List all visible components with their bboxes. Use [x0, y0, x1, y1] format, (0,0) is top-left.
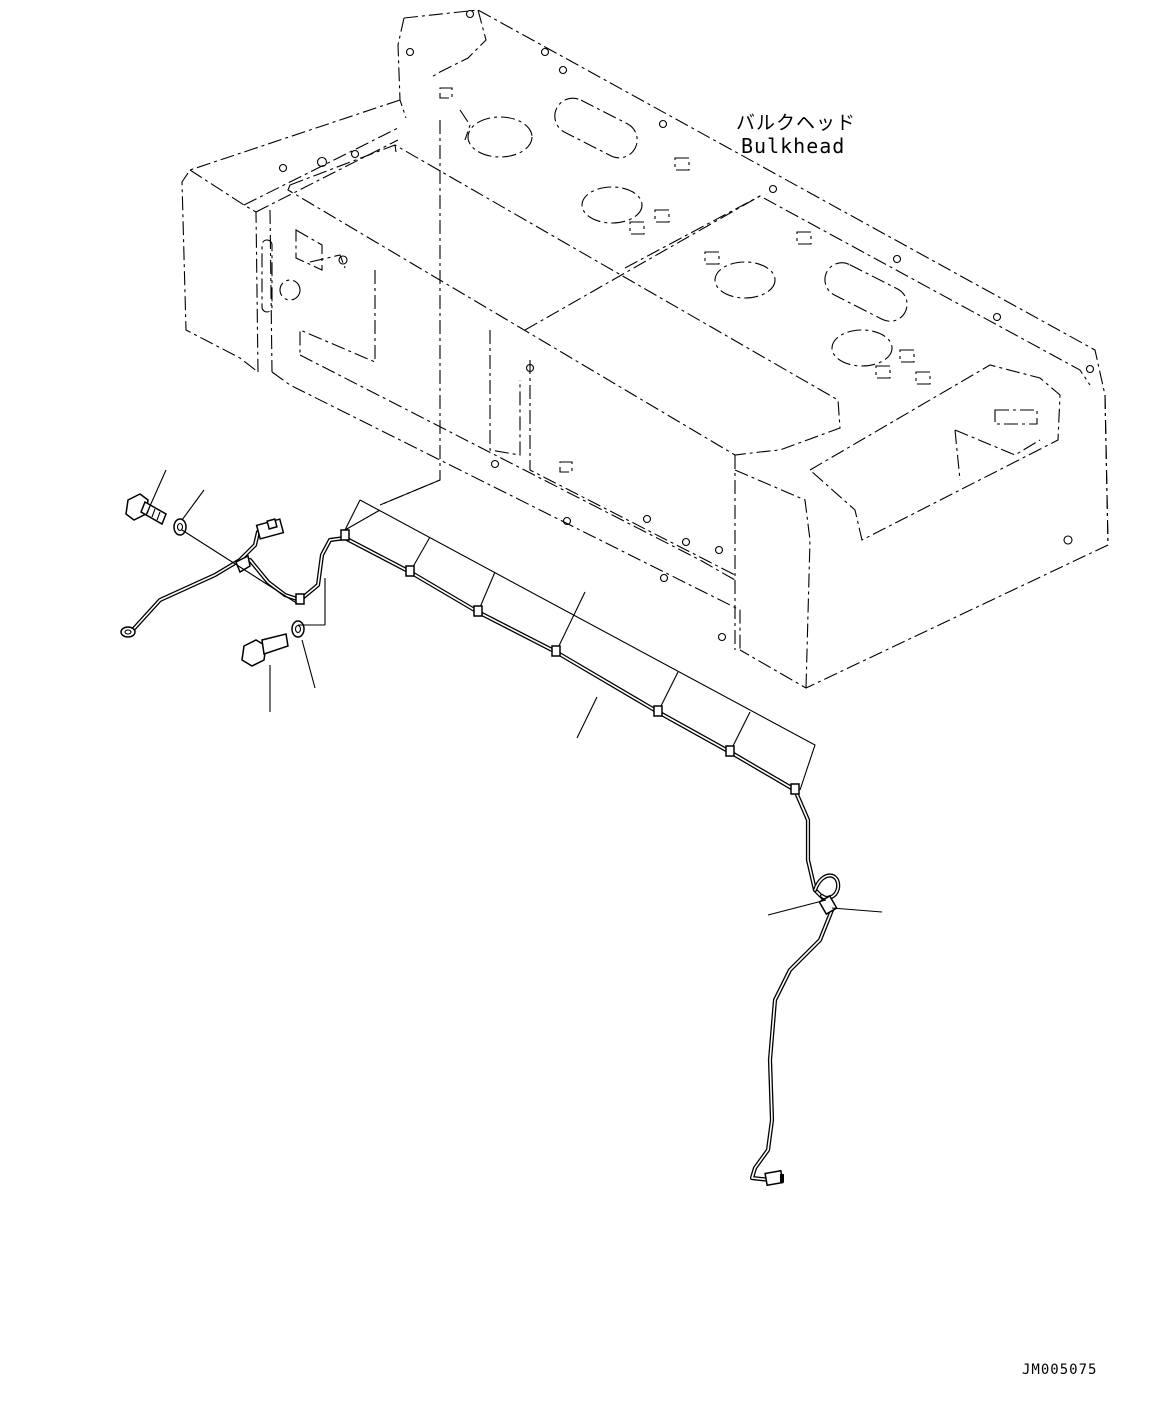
bulkhead-label-jp: バルクヘッド	[736, 112, 857, 134]
leader-lines	[145, 469, 883, 916]
frame-bolt-holes	[278, 9, 1095, 642]
bolt-lower	[241, 633, 289, 667]
harness-connector-bottom	[764, 1169, 784, 1187]
cable-clips	[295, 529, 800, 795]
ring-terminal	[120, 626, 136, 638]
washer-lower	[291, 620, 305, 638]
bulkhead-frame	[181, 9, 1109, 689]
bulkhead-label-en: Bulkhead	[741, 134, 846, 158]
bolt-upper	[125, 493, 167, 526]
washer-upper	[173, 518, 187, 536]
cable-mount-strip	[344, 499, 816, 791]
drawing-code: JM005075	[1022, 1362, 1098, 1378]
harness-connector-left	[235, 518, 285, 574]
wiring-harness	[127, 529, 841, 1183]
